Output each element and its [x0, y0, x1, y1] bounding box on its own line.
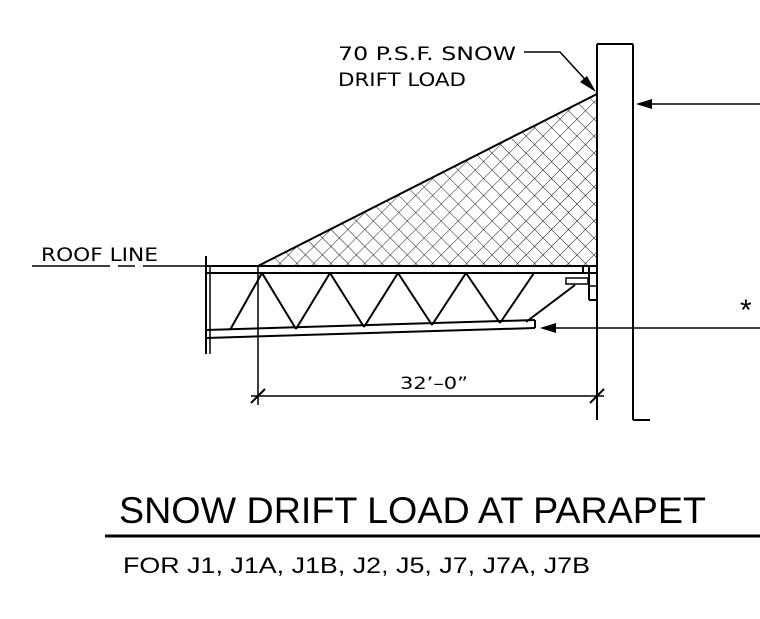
detail-subtitle: FOR J1, J1A, J1B, J2, J5, J7, J7A, J7B	[123, 553, 590, 578]
joist-bearing-seat	[565, 266, 597, 301]
roof-line-label: ROOF LINE	[41, 244, 158, 266]
snow-drift-triangle	[257, 92, 598, 267]
asterisk-mark: *	[740, 294, 752, 327]
parapet-wall	[596, 43, 650, 421]
span-dimension-line	[250, 266, 605, 405]
joist-bottom-chord	[205, 319, 536, 339]
upper-load-arrow	[636, 99, 760, 109]
joist-top-chord	[205, 256, 597, 354]
load-label-line2: DRIFT LOAD	[338, 69, 466, 91]
load-label-line1: 70 P.S.F. SNOW	[338, 43, 516, 65]
span-dimension-text: 32’–0”	[400, 374, 468, 394]
load-label-leader	[524, 51, 596, 92]
detail-title: SNOW DRIFT LOAD AT PARAPET	[119, 490, 706, 531]
lower-load-arrow	[540, 323, 760, 333]
joist-web-members	[229, 272, 576, 331]
